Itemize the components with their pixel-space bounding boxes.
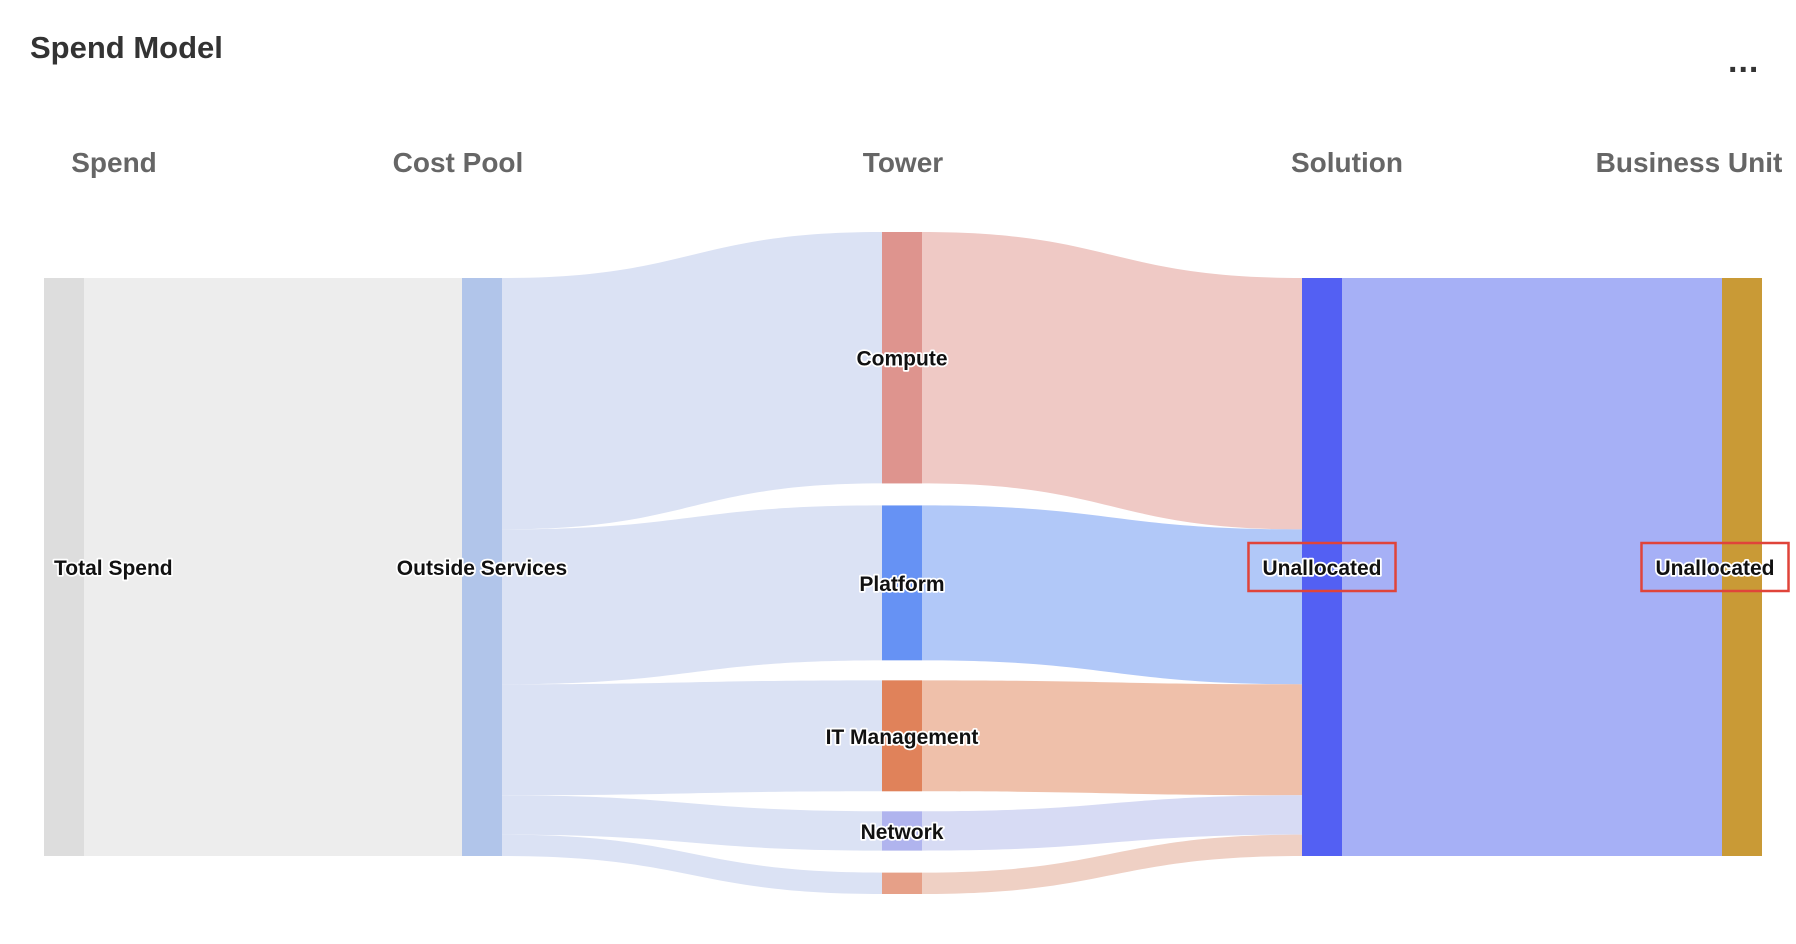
sankey-labels: Total Spend Outside Services ComputePlatfo… [52, 346, 1790, 846]
column-headers: Spend Cost Pool Tower Solution Business Unit [71, 147, 1782, 178]
node-label-compute: Compute [857, 348, 948, 371]
node-other[interactable] [882, 872, 922, 894]
widget-header: Spend Model ... [0, 0, 1796, 100]
link-itm-sol_unalloc[interactable] [922, 680, 1302, 796]
link-other-sol_unalloc[interactable] [922, 834, 1302, 894]
link-network-sol_unalloc[interactable] [922, 795, 1302, 851]
node-bu_unalloc[interactable] [1722, 278, 1762, 856]
link-total-outside[interactable] [84, 278, 462, 856]
link-outside-other[interactable] [502, 834, 882, 894]
column-header-business-unit: Business Unit [1596, 147, 1783, 178]
link-platform-sol_unalloc[interactable] [922, 505, 1302, 685]
node-label-bu_unalloc: Unallocated [1655, 557, 1774, 580]
node-compute[interactable] [882, 232, 922, 484]
link-compute-sol_unalloc[interactable] [922, 232, 1302, 530]
column-header-cost-pool: Cost Pool [393, 147, 524, 178]
node-platform[interactable] [882, 505, 922, 661]
link-outside-compute[interactable] [502, 232, 882, 530]
node-total[interactable] [44, 278, 84, 856]
column-header-solution: Solution [1291, 147, 1403, 178]
link-outside-itm[interactable] [502, 680, 882, 796]
node-outside[interactable] [462, 278, 502, 856]
node-network[interactable] [882, 811, 922, 851]
node-label-outside: Outside Services [397, 557, 567, 580]
widget-title: Spend Model [30, 30, 223, 65]
highlight-box-bu_unalloc [1640, 541, 1790, 593]
node-label-total: Total Spend [54, 557, 173, 580]
sankey-links [84, 232, 1722, 894]
node-label-sol_unalloc: Unallocated [1262, 557, 1381, 580]
node-itm[interactable] [882, 680, 922, 792]
column-header-tower: Tower [863, 147, 943, 178]
node-label-itm: IT Management [826, 726, 979, 749]
more-options-icon[interactable]: ... [1728, 42, 1760, 80]
node-label-platform: Platform [859, 573, 944, 596]
node-label-network: Network [861, 821, 944, 844]
link-outside-network[interactable] [502, 795, 882, 851]
column-header-spend: Spend [71, 147, 157, 178]
link-outside-platform[interactable] [502, 505, 882, 685]
sankey-nodes [44, 232, 1762, 894]
node-sol_unalloc[interactable] [1302, 278, 1342, 856]
link-sol_unalloc-bu_unalloc[interactable] [1342, 278, 1722, 856]
highlight-box-sol_unalloc [1247, 541, 1397, 593]
